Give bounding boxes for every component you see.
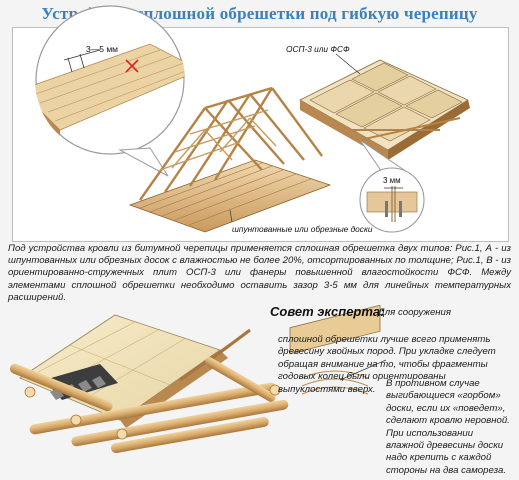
expert-paragraph-1: сплошной обрешетки лучше всего применять… [278, 334, 496, 395]
detail-magnifier: 3—5 мм [35, 5, 185, 177]
caption-text: Под устройства кровли из битумной черепи… [8, 243, 511, 303]
expert-lead: Для сооружения [378, 307, 508, 319]
osb-label: ОСП-3 или ФСФ [286, 44, 350, 54]
log-house-roof [9, 314, 289, 454]
boards-label: шпунтованные или обрезные доски [232, 224, 373, 234]
expert-paragraph-2: В противном случае выгибающиеся «горбом»… [386, 378, 510, 476]
expert-heading: Совет эксперта: [270, 304, 385, 319]
truss-frame: шпунтованные или обрезные доски [128, 86, 373, 234]
board-grain-section [289, 304, 387, 395]
gap-magnifier: 3 мм [359, 139, 425, 233]
gap-label-right: 3 мм [383, 176, 401, 185]
gap-label-top: 3—5 мм [86, 44, 118, 54]
expert-lead-text: Для сооружения [378, 307, 452, 318]
